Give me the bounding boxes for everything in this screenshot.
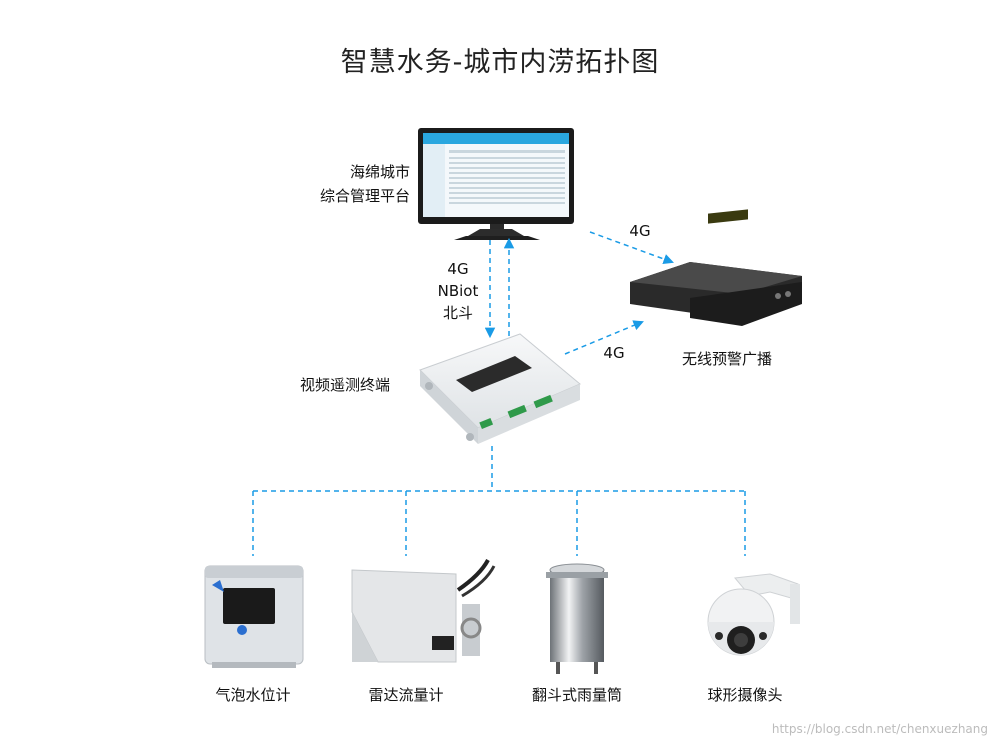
- sensor-label-radar-flowmeter: 雷达流量计: [368, 686, 444, 704]
- watermark-text: https://blog.csdn.net/chenxuezhang: [771, 722, 988, 736]
- edge-label-beidou: 北斗: [442, 304, 473, 322]
- platform-label: 海绵城市 综合管理平台: [300, 160, 410, 208]
- monitor-icon: [418, 128, 574, 240]
- diagram-title: 智慧水务-城市内涝拓扑图: [340, 47, 660, 78]
- sensor-label-bubble-level-meter: 气泡水位计: [215, 686, 291, 704]
- platform-label-line2: 综合管理平台: [319, 187, 410, 205]
- radar-flowmeter-icon: [351, 559, 496, 663]
- sensor-label-dome-camera: 球形摄像头: [707, 686, 783, 704]
- bubble-level-meter-icon: [204, 565, 304, 668]
- platform-label-line1: 海绵城市: [349, 163, 410, 181]
- edge-label-terminal-broadcast: 4G: [603, 344, 625, 362]
- dome-camera-icon: [707, 573, 800, 656]
- terminal-box-icon: [419, 333, 581, 444]
- sensor-label-rain-gauge: 翻斗式雨量筒: [531, 686, 622, 704]
- rack-device-icon: [630, 209, 802, 326]
- rain-gauge-icon: [546, 563, 608, 674]
- link-platform-to-broadcast: [589, 231, 674, 265]
- broadcast-label: 无线预警广播: [682, 350, 773, 368]
- edge-label-platform-broadcast: 4G: [629, 222, 651, 240]
- terminal-label: 视频遥测终端: [300, 376, 391, 394]
- link-terminal-to-broadcast: [564, 320, 644, 355]
- edge-label-nbiot: NBiot: [437, 282, 479, 300]
- edge-label-4g: 4G: [447, 260, 469, 278]
- edge-label-platform-terminal: 4G NBiot 北斗: [418, 258, 498, 324]
